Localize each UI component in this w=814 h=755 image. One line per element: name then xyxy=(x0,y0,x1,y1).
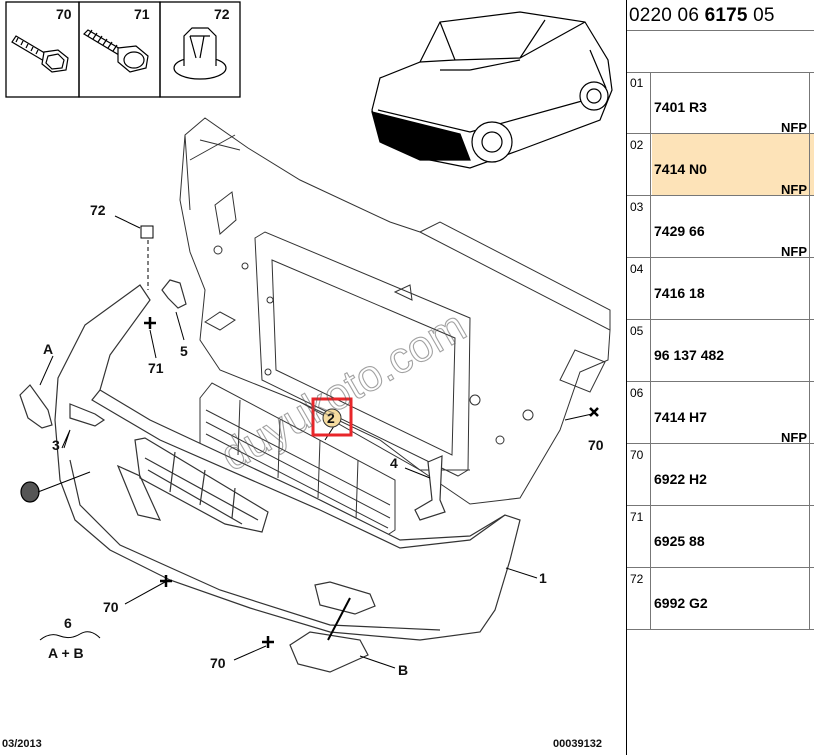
diagram-canvas: 70 71 72 xyxy=(2,1,613,750)
parts-row[interactable]: 02 7414 N0 NFP xyxy=(627,134,814,197)
exploded-parts-diagram: 70 71 72 xyxy=(2,1,613,750)
panel-separator xyxy=(626,0,627,755)
parts-row[interactable]: 71 6925 88 xyxy=(627,506,814,568)
upper-grille xyxy=(199,382,396,541)
callout-72: 72 xyxy=(90,202,106,218)
row-code-cell: 7414 N0 NFP xyxy=(652,134,810,197)
footer-date: 03/2013 xyxy=(2,738,42,750)
front-panel-frame xyxy=(179,117,611,505)
row-end-cell xyxy=(810,134,814,195)
row-end-cell xyxy=(810,320,814,381)
row-end-cell xyxy=(810,72,814,133)
callout-4: 4 xyxy=(390,455,398,471)
callout-70-bottom: 70 xyxy=(210,655,226,671)
fastener-markers xyxy=(144,317,599,648)
part-code[interactable]: 7416 18 xyxy=(654,285,705,301)
row-code-cell: 7429 66 NFP xyxy=(652,196,810,259)
part-2-marker xyxy=(322,408,342,428)
part-note: NFP xyxy=(781,120,807,135)
part-code[interactable]: 96 137 482 xyxy=(654,347,725,363)
row-end-cell xyxy=(810,506,814,567)
row-end-cell xyxy=(810,568,814,629)
part-code[interactable]: 6925 88 xyxy=(654,533,705,549)
parts-row[interactable]: 06 7414 H7 NFP xyxy=(627,382,814,445)
part-note: NFP xyxy=(781,430,807,445)
callout-2: 2 xyxy=(327,410,335,426)
part-code[interactable]: 7414 N0 xyxy=(654,161,707,177)
reference-bold: 6175 xyxy=(704,5,748,26)
row-index: 02 xyxy=(627,134,651,195)
fastener-label-71: 71 xyxy=(134,6,150,22)
callout-71: 71 xyxy=(148,360,164,376)
reinforcement-bracket-4 xyxy=(414,455,446,521)
row-code-cell: 6922 H2 xyxy=(652,444,810,505)
header-spacer xyxy=(627,31,814,73)
row-code-cell: 6992 G2 xyxy=(652,568,810,629)
part-note: NFP xyxy=(781,244,807,259)
highlight-box xyxy=(311,397,353,437)
callout-1: 1 xyxy=(539,570,547,586)
parts-row[interactable]: 03 7429 66 NFP xyxy=(627,196,814,259)
fastener-legend xyxy=(5,1,241,98)
row-code-cell: 96 137 482 xyxy=(652,320,810,381)
row-code-cell: 7401 R3 NFP xyxy=(652,72,810,135)
callout-70-left: 70 xyxy=(103,599,119,615)
cover-b-leader xyxy=(327,597,351,641)
callout-a: A xyxy=(43,341,53,357)
row-code-cell: 7414 H7 NFP xyxy=(652,382,810,445)
part-code[interactable]: 6992 G2 xyxy=(654,595,708,611)
row-index: 72 xyxy=(627,568,651,629)
clip-nut-icon xyxy=(173,27,227,80)
tow-cable xyxy=(37,471,91,493)
fog-lamp-cover-a xyxy=(19,384,53,429)
row-index: 70 xyxy=(627,444,651,505)
reference-suffix: 05 xyxy=(747,5,775,26)
bolt-icon xyxy=(11,35,69,73)
row-index: 04 xyxy=(627,258,651,319)
row-index: 03 xyxy=(627,196,651,257)
reference-header: 0220 06 6175 05 xyxy=(627,0,814,31)
fog-lamp-cover-b xyxy=(289,631,369,673)
callout-b: B xyxy=(398,662,408,678)
row-index: 01 xyxy=(627,72,651,133)
part-note: NFP xyxy=(781,182,807,197)
row-code-cell: 6925 88 xyxy=(652,506,810,567)
callout-6: 6 xyxy=(64,615,72,631)
parts-row[interactable]: 01 7401 R3 NFP xyxy=(627,72,814,135)
parts-row[interactable]: 70 6922 H2 xyxy=(627,444,814,506)
footer-doc-number: 00039132 xyxy=(553,738,602,750)
row-end-cell xyxy=(810,382,814,443)
part-code[interactable]: 7414 H7 xyxy=(654,409,707,425)
callout-a-plus-b: A + B xyxy=(48,645,84,661)
fastener-label-70: 70 xyxy=(56,6,72,22)
car-thumbnail-icon xyxy=(371,11,613,169)
row-end-cell xyxy=(810,444,814,505)
row-index: 05 xyxy=(627,320,651,381)
row-index: 71 xyxy=(627,506,651,567)
callout-5: 5 xyxy=(180,343,188,359)
bumper-cover xyxy=(54,284,521,641)
fastener-label-72: 72 xyxy=(214,6,230,22)
part-code[interactable]: 7401 R3 xyxy=(654,99,707,115)
row-end-cell xyxy=(810,258,814,319)
callout-70-right: 70 xyxy=(588,437,604,453)
clip-5-icon xyxy=(161,279,187,309)
row-code-cell: 7416 18 xyxy=(652,258,810,319)
parts-row[interactable]: 05 96 137 482 xyxy=(627,320,814,382)
callout-3: 3 xyxy=(52,437,60,453)
parts-row[interactable]: 04 7416 18 xyxy=(627,258,814,320)
part-code[interactable]: 7429 66 xyxy=(654,223,705,239)
parts-row[interactable]: 72 6992 G2 xyxy=(627,568,814,630)
leader-lines xyxy=(39,215,593,669)
parts-list-panel: 0220 06 6175 05 01 7401 R3 NFP 02 7414 N0… xyxy=(627,0,814,755)
row-end-cell xyxy=(810,196,814,257)
reference-prefix: 0220 06 xyxy=(629,5,705,26)
tow-hook-cap xyxy=(20,481,40,503)
screw-icon xyxy=(83,29,149,73)
row-index: 06 xyxy=(627,382,651,443)
part-code[interactable]: 6922 H2 xyxy=(654,471,707,487)
